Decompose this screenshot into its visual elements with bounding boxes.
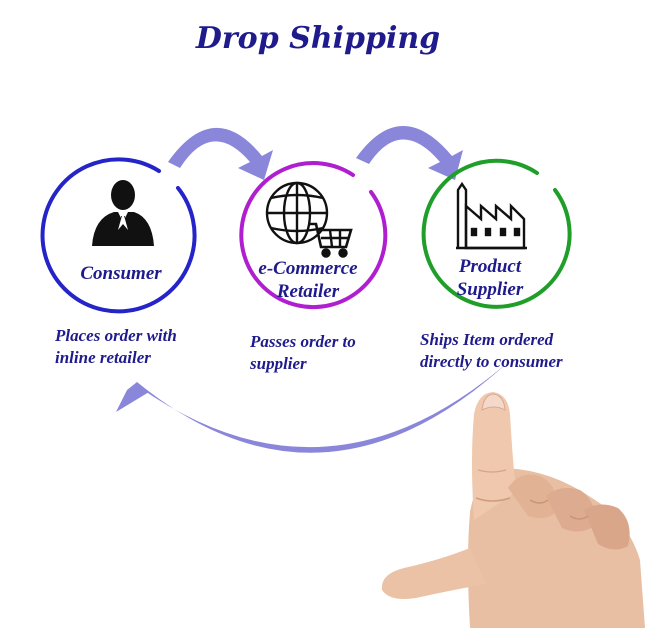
arrow-consumer-to-retailer [168, 127, 273, 180]
person-icon [92, 180, 154, 246]
supplier-ring [421, 158, 572, 309]
consumer-ring [40, 157, 197, 314]
arrow-retailer-to-supplier [356, 125, 463, 180]
diagram-title: Drop Shipping [195, 21, 440, 56]
consumer-label: Consumer [80, 263, 162, 284]
node-product-supplier: Product Supplier Ships Item ordered dire… [420, 158, 572, 371]
flow-arrows [116, 125, 506, 453]
arrow-supplier-to-consumer [116, 364, 506, 453]
globe-cart-icon [265, 181, 353, 258]
consumer-description-line-2: inline retailer [55, 348, 151, 367]
retailer-ring [239, 161, 388, 310]
retailer-description-line-1: Passes order to [249, 332, 356, 351]
retailer-description-line-2: supplier [249, 354, 307, 373]
supplier-label-line-1: Product [458, 256, 522, 277]
supplier-description-line-2: directly to consumer [420, 352, 563, 371]
node-ecommerce-retailer: e-Commerce Retailer Passes order to supp… [239, 161, 388, 373]
pointing-hand [381, 392, 645, 628]
supplier-label-line-2: Supplier [457, 279, 524, 300]
retailer-label-line-2: Retailer [276, 281, 340, 302]
node-consumer: Consumer Places order with inline retail… [40, 157, 197, 367]
supplier-description-line-1: Ships Item ordered [420, 330, 554, 349]
consumer-description-line-1: Places order with [54, 326, 177, 345]
retailer-label-line-1: e-Commerce [258, 258, 358, 279]
factory-icon [456, 181, 527, 250]
